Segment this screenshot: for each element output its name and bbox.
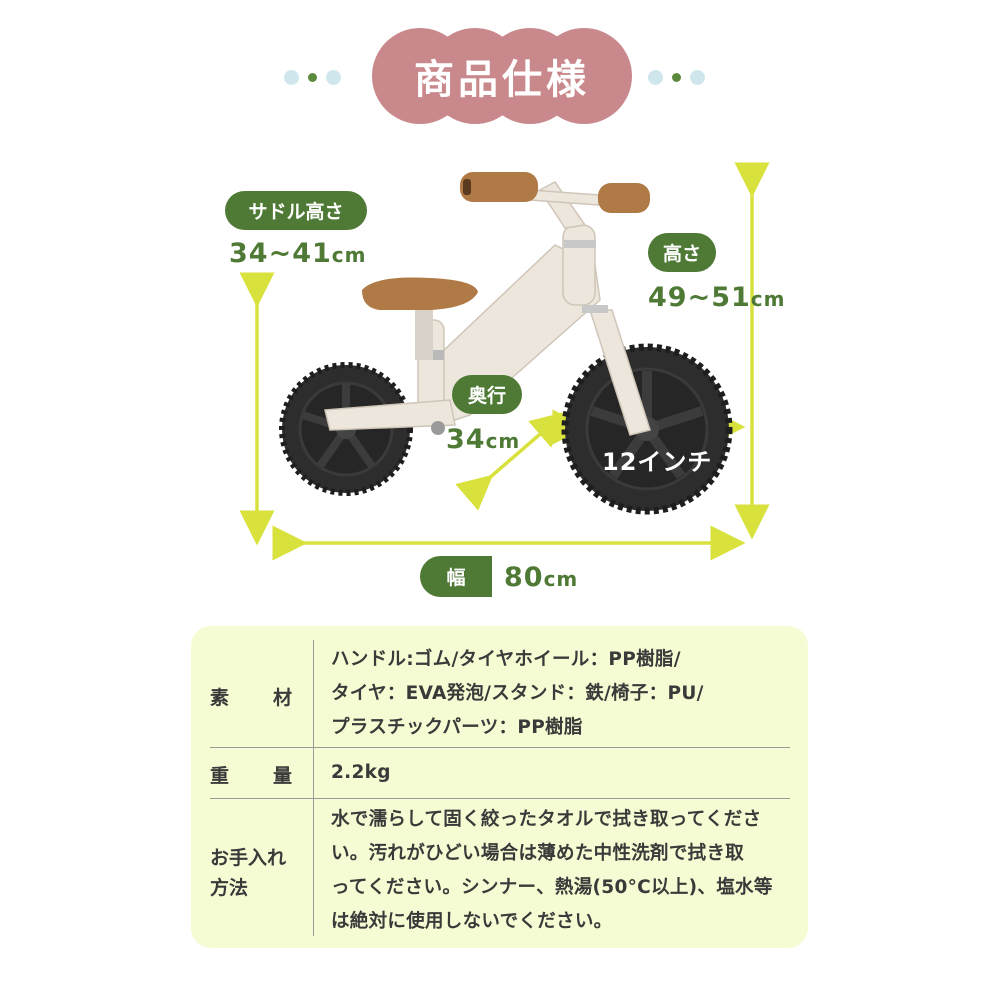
title-dots-left xyxy=(284,70,341,85)
height-label: 高さ xyxy=(648,233,716,272)
depth-arrow xyxy=(455,411,567,511)
spec-row-material: 素 材 ハンドル:ゴム/タイヤホイール：PP樹脂/ タイヤ：EVA発泡/スタンド… xyxy=(191,640,808,748)
tire-size-value: 12インチ xyxy=(602,448,713,476)
title-badge xyxy=(372,28,632,124)
saddle-height-label: サドル高さ xyxy=(225,191,367,230)
page-title: 商品仕様 xyxy=(414,57,590,103)
divider xyxy=(210,798,790,799)
saddle-height-value: 34~41cm xyxy=(229,238,367,269)
spec-table: 素 材 ハンドル:ゴム/タイヤホイール：PP樹脂/ タイヤ：EVA発泡/スタンド… xyxy=(191,626,808,948)
care-label: お手入れ 方法 xyxy=(210,847,287,899)
care-value: 水で濡らして固く絞ったタオルで拭き取ってくださ い。汚れがひどい場合は薄めた中性… xyxy=(331,809,773,932)
weight-value: 2.2kg xyxy=(331,762,391,783)
depth-value: 34cm xyxy=(446,424,521,455)
material-value: ハンドル:ゴム/タイヤホイール：PP樹脂/ タイヤ：EVA発泡/スタンド：鉄/椅… xyxy=(331,649,704,738)
spec-row-care: お手入れ 方法 水で濡らして固く絞ったタオルで拭き取ってくださ い。汚れがひどい… xyxy=(191,799,808,939)
width-label: 幅 xyxy=(420,556,492,597)
column-divider xyxy=(313,640,314,936)
depth-label: 奥行 xyxy=(452,375,522,414)
title-dots-right xyxy=(648,70,705,85)
divider xyxy=(210,747,790,748)
spec-row-weight: 重 量 2.2kg xyxy=(191,748,808,798)
bike-seat xyxy=(362,277,478,360)
bike-diagram xyxy=(239,162,770,561)
material-label: 素 材 xyxy=(210,687,292,709)
weight-label: 重 量 xyxy=(210,765,292,787)
bike-handlebar xyxy=(460,172,650,213)
height-value: 49~51cm xyxy=(648,282,786,313)
width-value: 80cm xyxy=(504,562,579,593)
